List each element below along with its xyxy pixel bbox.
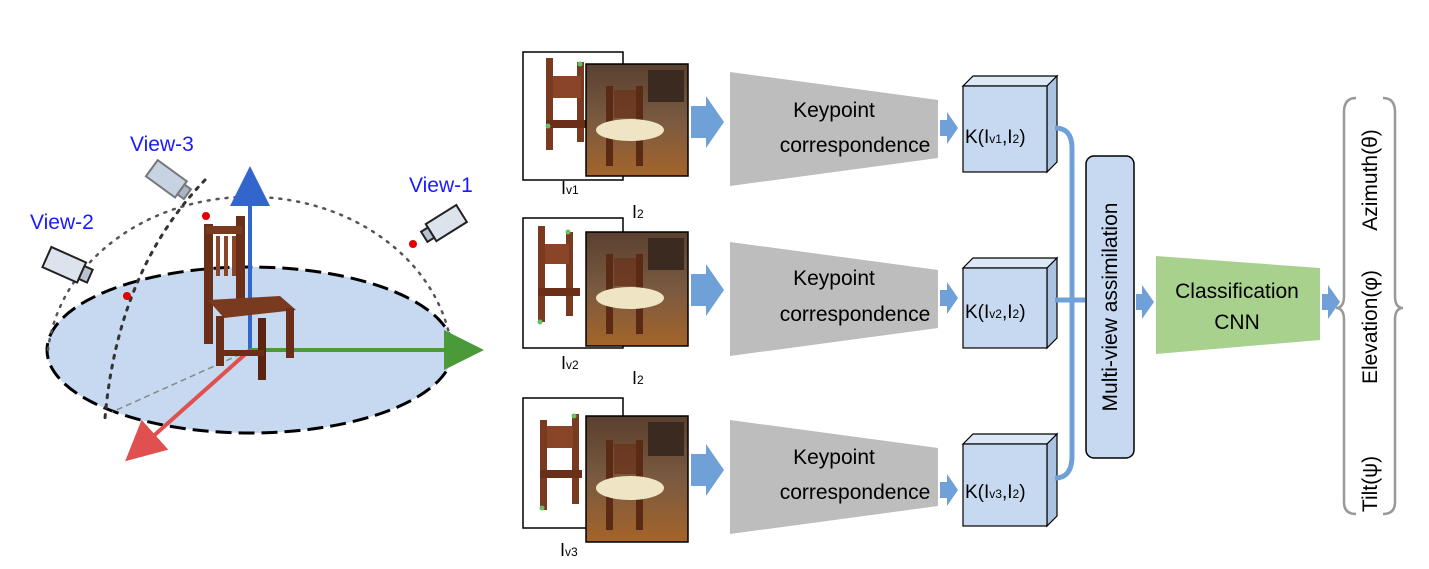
keypoint-block-3-line1: Keypoint (793, 446, 875, 469)
camera-3-dot (202, 212, 210, 220)
projection-line (111, 349, 251, 413)
camera-1-dot (409, 240, 417, 248)
azimuth-label: Azimuth(θ) (1359, 129, 1382, 231)
input-arrow-1 (691, 96, 724, 148)
feature-arrow-3 (940, 474, 958, 506)
keypoint-block-2-line2: correspondence (780, 303, 931, 326)
k-box-1 (961, 74, 1059, 174)
k-label-3: K(Iv3,I2) (965, 482, 1026, 503)
multi-view-assimilation-box (1085, 155, 1135, 459)
keypoint-block-3 (730, 420, 938, 534)
keypoint-block-2 (730, 242, 938, 356)
camera-3-icon (144, 158, 193, 201)
keypoint-block-1-line2: correspondence (780, 134, 931, 157)
keypoint-block-3-line2: correspondence (780, 481, 931, 504)
input-arrow-3 (691, 444, 724, 496)
ref-label-v3: Iv3 (560, 540, 578, 560)
keypoint-block-1 (730, 72, 938, 186)
k-label-1: K(Iv1,I2) (965, 127, 1026, 148)
multi-view-assimilation-label: Multi-view assimilation (1099, 203, 1122, 412)
tilt-label: Tilt(ψ) (1359, 456, 1382, 512)
query-image-bottom (585, 415, 689, 543)
query-image-top (585, 63, 689, 177)
chair-model (204, 216, 296, 380)
cnn-label-line2: CNN (1214, 311, 1260, 334)
pipeline-row-2: Iv2 I2 Keypoint correspondence K(Iv2,I2) (522, 217, 1059, 388)
pipeline-row-3: Iv3 Keypoint correspondence K(Iv3,I2) (522, 397, 1059, 560)
keypoint-block-1-line1: Keypoint (793, 99, 875, 122)
right-brace (1382, 96, 1404, 516)
pipeline-row-1: Iv1 I2 Keypoint correspondence K(Iv1,I2) (522, 51, 1059, 222)
feature-arrow-2 (940, 282, 958, 314)
camera-2-dot (123, 292, 131, 300)
view-3-label: View-3 (130, 133, 194, 156)
classification-cnn-block (1156, 256, 1320, 354)
camera-2-icon (41, 245, 95, 284)
feature-arrow-1 (940, 112, 958, 144)
viewpoint-sphere: View-1 View-2 View-3 (30, 133, 484, 462)
assimilation-arrow (1136, 285, 1154, 319)
query-label-1: I2 (632, 202, 644, 222)
query-label-2: I2 (632, 368, 644, 388)
keypoint-block-2-line1: Keypoint (793, 267, 875, 290)
k-box-2 (961, 256, 1059, 350)
meridian-arc (103, 178, 207, 420)
y-axis (125, 348, 252, 462)
k-label-2: K(Iv2,I2) (965, 302, 1026, 323)
output-arrow (1322, 285, 1340, 319)
ref-label-v2: Iv2 (561, 353, 579, 373)
merge-connector (1054, 125, 1085, 481)
input-arrow-2 (691, 264, 724, 316)
view-1-label: View-1 (409, 174, 473, 197)
ref-label-v1: Iv1 (561, 178, 579, 198)
query-image-middle (585, 231, 689, 347)
k-box-3 (961, 432, 1059, 528)
camera-1-icon (419, 203, 469, 244)
view-2-label: View-2 (30, 211, 94, 234)
cnn-label-line1: Classification (1175, 280, 1299, 303)
left-brace (1335, 96, 1357, 516)
elevation-label: Elevation(φ) (1359, 270, 1382, 384)
